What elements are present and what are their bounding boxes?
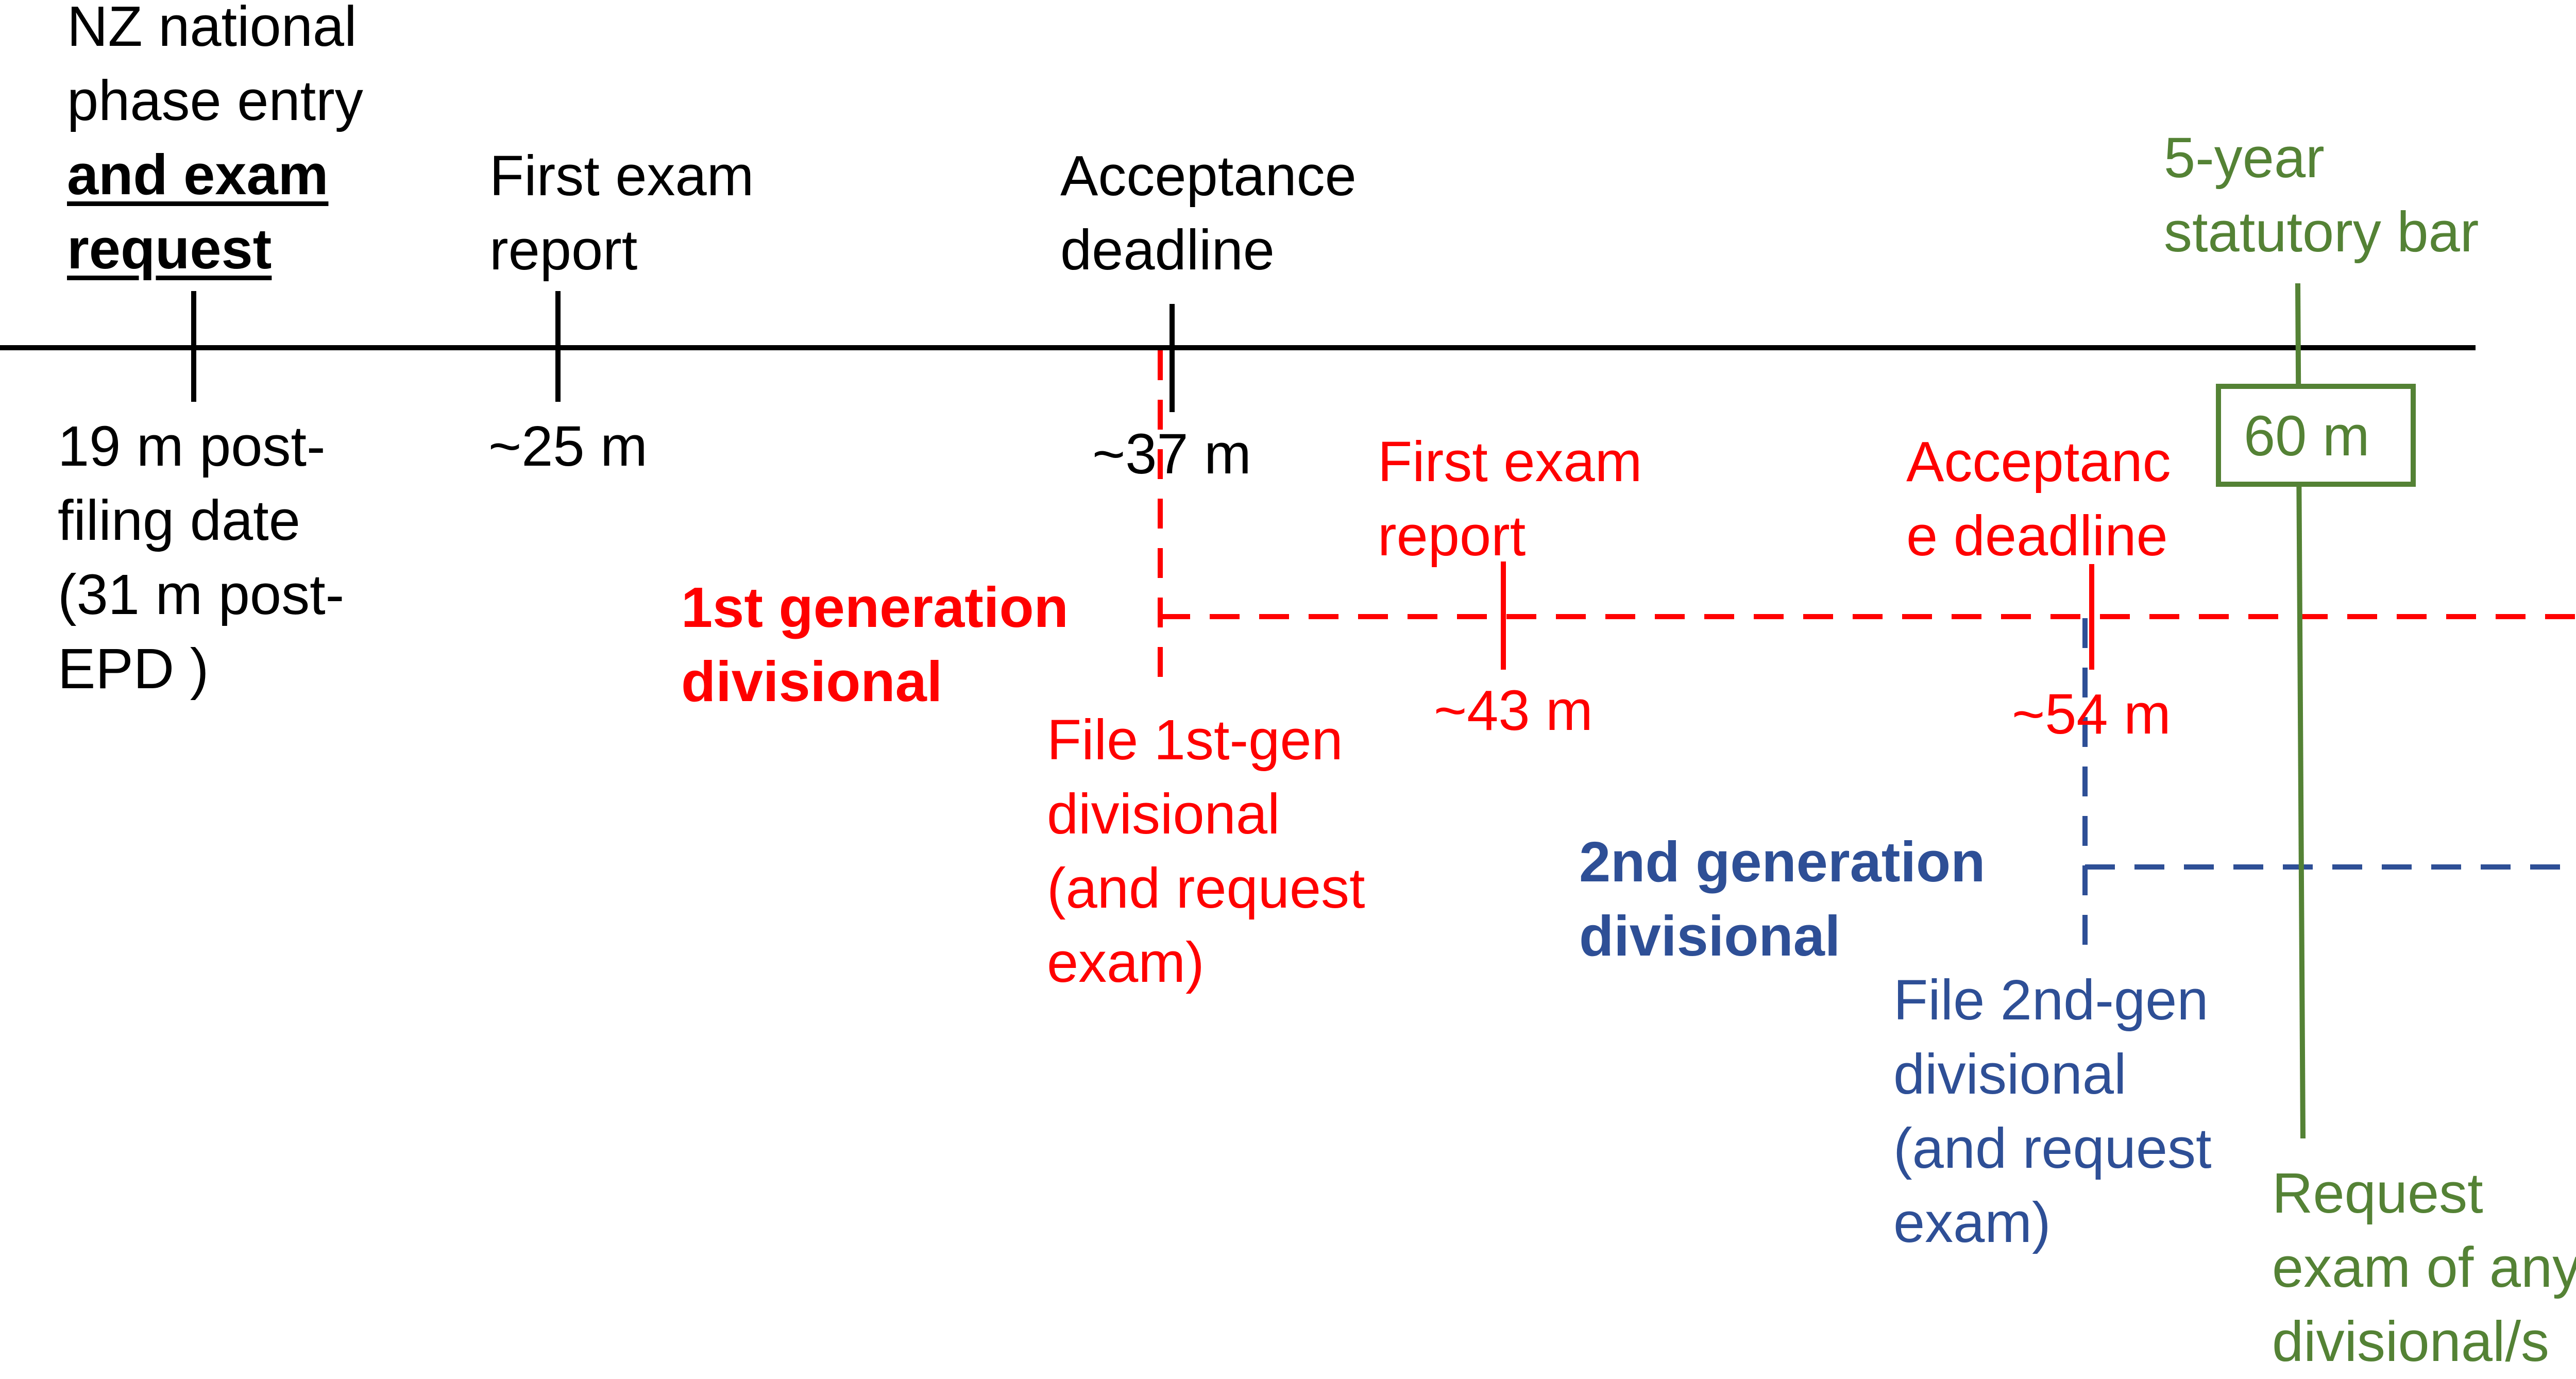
entry-label-emph-2: request [67, 217, 272, 281]
first-gen-acceptance-label: Acceptanc e deadline [1906, 425, 2171, 573]
first-gen-acceptance-label-line-2: e deadline [1906, 504, 2168, 568]
first-exam-label-line-1: First exam [489, 144, 754, 208]
entry-time: 19 m post- filing date (31 m post- EPD ) [58, 410, 344, 706]
acceptance-label-line-2: deadline [1060, 218, 1275, 282]
statutory-bar-box [2216, 384, 2416, 487]
statutory-bar-time: 60 m [2244, 404, 2370, 468]
second-gen-title-line-2: divisional [1579, 905, 1841, 968]
statutory-bar-label-line-1: 5-year [2164, 126, 2325, 190]
first-gen-title-line-1: 1st generation [681, 576, 1069, 639]
first-exam-time: ~25 m [488, 415, 648, 478]
second-gen-file-note-line-4: exam) [1893, 1191, 2051, 1254]
first-gen-exam-label: First exam report [1378, 425, 1642, 573]
first-gen-title-line-2: divisional [681, 650, 943, 713]
entry-time-line-2: filing date [58, 489, 300, 552]
statutory-bar-label-line-2: statutory bar [2164, 200, 2479, 264]
statutory-bar-note-line-2: exam of any [2272, 1236, 2576, 1299]
statutory-bar-note: Request exam of any divisional/s [2272, 1156, 2576, 1379]
entry-label: NZ national phase entry and exam request [67, 0, 363, 286]
first-exam-label: First exam report [489, 139, 754, 287]
second-gen-file-note-line-3: (and request [1893, 1117, 2212, 1180]
first-gen-title: 1st generation divisional [681, 571, 1069, 719]
second-gen-title: 2nd generation divisional [1579, 825, 1985, 974]
acceptance-label: Acceptance deadline [1060, 139, 1357, 287]
first-gen-file-note-line-2: divisional [1047, 782, 1280, 846]
entry-time-line-3: (31 m post- [58, 563, 345, 626]
second-gen-file-note-line-1: File 2nd-gen [1893, 968, 2209, 1032]
entry-label-line-2: phase entry [67, 69, 363, 132]
entry-label-line-1: NZ national [67, 0, 357, 58]
second-gen-file-note-line-2: divisional [1893, 1043, 2127, 1106]
acceptance-time: ~37 m [1092, 422, 1251, 486]
first-exam-label-line-2: report [489, 218, 638, 282]
second-gen-file-note: File 2nd-gen divisional (and request exa… [1893, 963, 2212, 1260]
first-gen-file-note-line-3: (and request [1047, 857, 1365, 920]
first-gen-acceptance-label-line-1: Acceptanc [1906, 430, 2171, 493]
entry-label-emph-1: and exam [67, 143, 329, 207]
first-gen-file-note-line-1: File 1st-gen [1047, 708, 1343, 772]
entry-time-line-1: 19 m post- [58, 415, 326, 478]
first-gen-exam-time: ~43 m [1434, 679, 1593, 742]
statutory-bar-note-line-3: divisional/s [2272, 1310, 2550, 1373]
first-gen-exam-label-line-1: First exam [1378, 430, 1642, 493]
first-gen-acceptance-time: ~54 m [2012, 683, 2171, 746]
first-gen-exam-label-line-2: report [1378, 504, 1526, 568]
statutory-bar-note-line-1: Request [2272, 1162, 2483, 1225]
first-gen-file-note: File 1st-gen divisional (and request exa… [1047, 703, 1365, 1000]
second-gen-title-line-1: 2nd generation [1579, 830, 1986, 894]
entry-time-line-4: EPD ) [58, 637, 209, 701]
statutory-bar-label: 5-year statutory bar [2164, 121, 2479, 269]
first-gen-file-note-line-4: exam) [1047, 931, 1205, 994]
acceptance-label-line-1: Acceptance [1060, 144, 1357, 208]
